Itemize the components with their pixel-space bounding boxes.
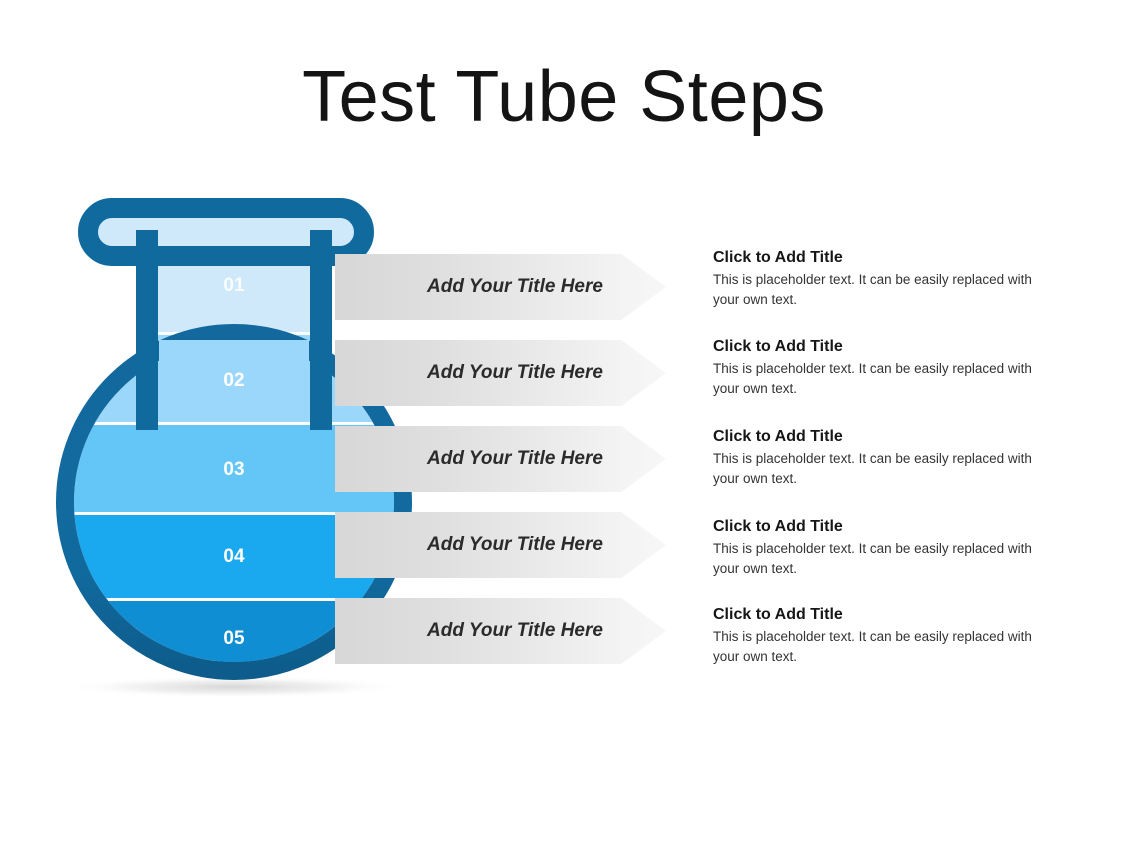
description-heading-2: Click to Add Title: [713, 338, 843, 355]
description-block-2[interactable]: Click to Add Title This is placeholder t…: [713, 337, 1057, 398]
description-heading-1: Click to Add Title: [713, 249, 843, 266]
description-block-4[interactable]: Click to Add Title This is placeholder t…: [713, 517, 1057, 578]
band-divider-3-4: [74, 512, 394, 515]
description-heading-4: Click to Add Title: [713, 518, 843, 535]
description-body-3: This is placeholder text. It can be easi…: [713, 451, 1032, 486]
description-body-2: This is placeholder text. It can be easi…: [713, 361, 1032, 396]
description-block-5[interactable]: Click to Add Title This is placeholder t…: [713, 605, 1057, 666]
step-number-03: 03: [223, 459, 244, 480]
description-body-5: This is placeholder text. It can be easi…: [713, 629, 1032, 664]
step-number-02: 02: [223, 370, 244, 391]
flask-ground-shadow: [64, 676, 404, 698]
banner-row-1[interactable]: Add Your Title Here: [335, 254, 666, 320]
banner-row-5[interactable]: Add Your Title Here: [335, 598, 666, 664]
flask-rim-outline: [78, 198, 374, 266]
description-heading-5: Click to Add Title: [713, 606, 843, 623]
banner-label-2: Add Your Title Here: [427, 362, 603, 383]
description-body-4: This is placeholder text. It can be easi…: [713, 541, 1032, 576]
banner-row-2[interactable]: Add Your Title Here: [335, 340, 666, 406]
banner-label-5: Add Your Title Here: [427, 620, 603, 641]
band-divider-4-5: [74, 598, 394, 601]
band-divider-2-3: [74, 422, 394, 425]
description-block-3[interactable]: Click to Add Title This is placeholder t…: [713, 427, 1057, 488]
step-number-05: 05: [223, 628, 245, 649]
flask-body-outline: [56, 324, 412, 680]
banner-row-4[interactable]: Add Your Title Here: [335, 512, 666, 578]
banner-label-4: Add Your Title Here: [427, 534, 603, 555]
flask-neck-join-mask: [159, 340, 309, 380]
banner-label-1: Add Your Title Here: [427, 276, 603, 297]
description-heading-3: Click to Add Title: [713, 428, 843, 445]
step-number-04: 04: [223, 546, 245, 567]
banner-row-3[interactable]: Add Your Title Here: [335, 426, 666, 492]
step-number-01: 01: [223, 275, 245, 296]
description-body-1: This is placeholder text. It can be easi…: [713, 272, 1032, 307]
banner-list: Add Your Title Here Add Your Title Here …: [335, 254, 675, 694]
description-block-1[interactable]: Click to Add Title This is placeholder t…: [713, 248, 1057, 309]
banner-label-3: Add Your Title Here: [427, 448, 603, 469]
page-title: Test Tube Steps: [302, 57, 826, 137]
